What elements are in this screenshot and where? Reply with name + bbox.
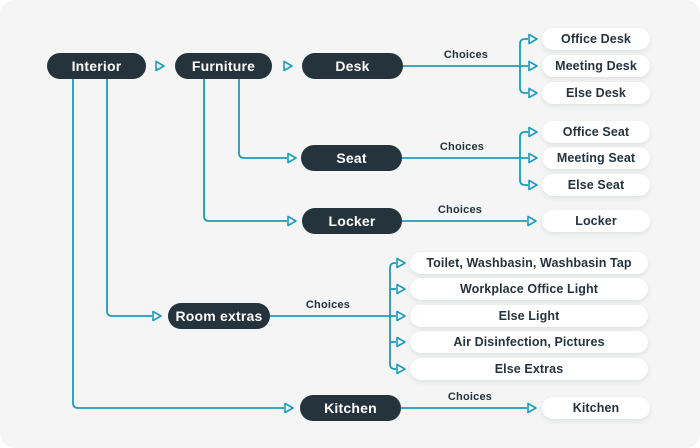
choices-label-room-extras: Choices [305,299,351,311]
choice-workplace-office-light: Workplace Office Light [410,278,648,300]
choice-meeting-seat: Meeting Seat [542,147,650,169]
choice-air-disinfection-pictures: Air Disinfection, Pictures [410,331,648,353]
choice-office-desk: Office Desk [542,28,650,50]
node-kitchen: Kitchen [300,395,401,421]
choices-label-kitchen: Choices [447,391,493,403]
node-room-extras: Room extras [168,303,270,329]
node-furniture: Furniture [175,53,272,79]
choices-label-locker: Choices [437,204,483,216]
choice-locker: Locker [542,210,650,232]
node-locker: Locker [302,208,402,234]
choice-kitchen: Kitchen [542,397,650,419]
choices-label-desk: Choices [443,49,489,61]
node-interior: Interior [47,53,146,79]
choice-office-seat: Office Seat [542,121,650,143]
choice-meeting-desk: Meeting Desk [542,55,650,77]
choice-else-extras: Else Extras [410,358,648,380]
node-desk: Desk [302,53,403,79]
node-seat: Seat [301,145,402,171]
choice-else-seat: Else Seat [542,174,650,196]
choice-else-desk: Else Desk [542,82,650,104]
choices-label-seat: Choices [439,141,485,153]
choice-toilet-washbasin: Toilet, Washbasin, Washbasin Tap [410,252,648,274]
choice-else-light: Else Light [410,305,648,327]
